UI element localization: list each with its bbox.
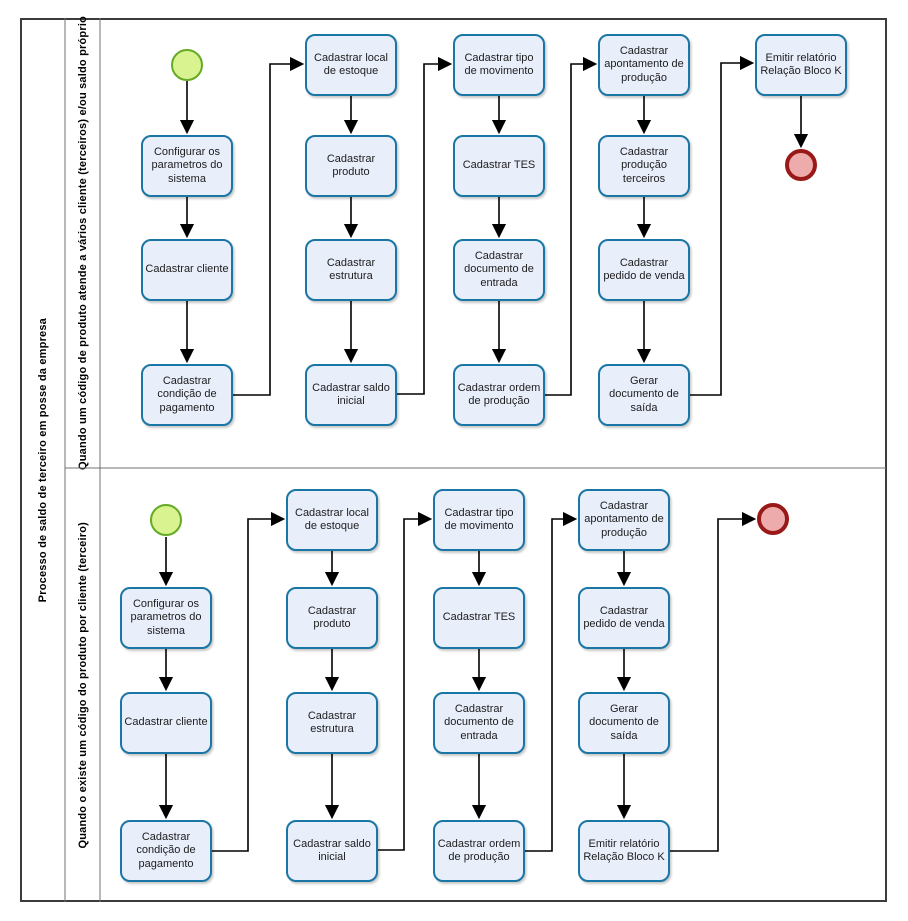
task-top-cadastrar-local-estoque: Cadastrar local de estoque [305, 34, 397, 96]
task-bottom-cadastrar-cliente: Cadastrar cliente [120, 692, 212, 754]
sequence-flow [397, 56, 453, 395]
task-top-cadastrar-apontamento-producao: Cadastrar apontamento de produção [598, 34, 690, 96]
task-top-cadastrar-produto: Cadastrar produto [305, 135, 397, 197]
task-bottom-cadastrar-estrutura: Cadastrar estrutura [286, 692, 378, 754]
sequence-flow [670, 511, 757, 852]
task-bottom-cadastrar-local-estoque: Cadastrar local de estoque [286, 489, 378, 551]
task-bottom-cadastrar-saldo-inicial: Cadastrar saldo inicial [286, 820, 378, 882]
task-top-cadastrar-cliente: Cadastrar cliente [141, 239, 233, 301]
task-bottom-cadastrar-ordem-producao: Cadastrar ordem de produção [433, 820, 525, 882]
sequence-flow [525, 511, 578, 852]
task-top-cadastrar-tes: Cadastrar TES [453, 135, 545, 197]
task-bottom-cadastrar-condicao-pagamento: Cadastrar condição de pagamento [120, 820, 212, 882]
task-bottom-emitir-relatorio-bloco-k: Emitir relatório Relação Bloco K [578, 820, 670, 882]
connectors-top-lane [179, 55, 809, 396]
task-top-cadastrar-documento-entrada: Cadastrar documento de entrada [453, 239, 545, 301]
connectors-bottom-lane [158, 511, 757, 852]
task-bottom-cadastrar-pedido-venda: Cadastrar pedido de venda [578, 587, 670, 649]
task-top-configurar-parametros: Configurar os parametros do sistema [141, 135, 233, 197]
task-bottom-gerar-documento-saida: Gerar documento de saída [578, 692, 670, 754]
task-top-cadastrar-estrutura: Cadastrar estrutura [305, 239, 397, 301]
sequence-flow [233, 56, 305, 396]
sequence-flow [545, 56, 598, 396]
end-event-top [785, 149, 817, 181]
task-bottom-cadastrar-tes: Cadastrar TES [433, 587, 525, 649]
sequence-flow [212, 511, 286, 852]
task-bottom-configurar-parametros: Configurar os parametros do sistema [120, 587, 212, 649]
task-top-cadastrar-condicao-pagamento: Cadastrar condição de pagamento [141, 364, 233, 426]
task-top-gerar-documento-saida: Gerar documento de saída [598, 364, 690, 426]
task-top-cadastrar-saldo-inicial: Cadastrar saldo inicial [305, 364, 397, 426]
task-top-cadastrar-tipo-movimento: Cadastrar tipo de movimento [453, 34, 545, 96]
task-bottom-cadastrar-produto: Cadastrar produto [286, 587, 378, 649]
task-bottom-cadastrar-documento-entrada: Cadastrar documento de entrada [433, 692, 525, 754]
task-top-cadastrar-ordem-producao: Cadastrar ordem de produção [453, 364, 545, 426]
end-event-bottom [757, 503, 789, 535]
task-top-cadastrar-producao-terceiros: Cadastrar produção terceiros [598, 135, 690, 197]
start-event-bottom [150, 504, 182, 536]
start-event-top [171, 49, 203, 81]
sequence-flow [690, 55, 755, 396]
task-top-cadastrar-pedido-venda: Cadastrar pedido de venda [598, 239, 690, 301]
task-bottom-cadastrar-apontamento-producao: Cadastrar apontamento de produção [578, 489, 670, 551]
lane-dividers [64, 18, 886, 902]
sequence-flow [378, 511, 433, 851]
task-bottom-cadastrar-tipo-movimento: Cadastrar tipo de movimento [433, 489, 525, 551]
task-top-emitir-relatorio-bloco-k: Emitir relatório Relação Bloco K [755, 34, 847, 96]
